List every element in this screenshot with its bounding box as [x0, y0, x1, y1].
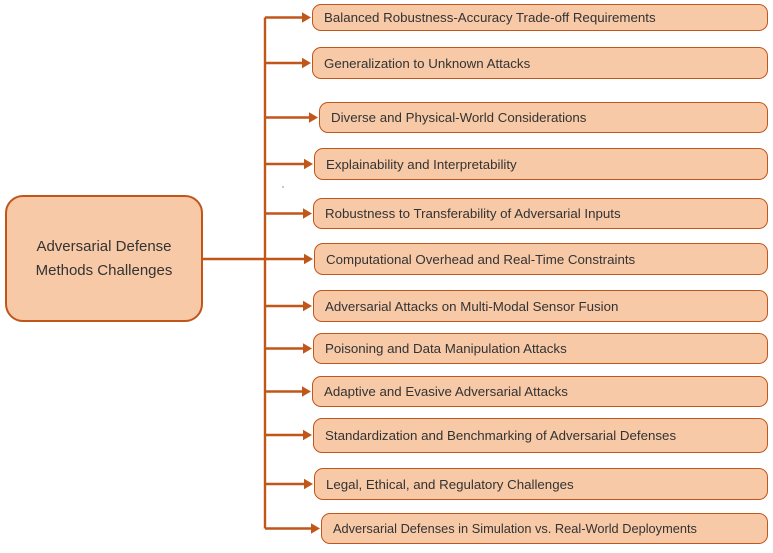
branch-node: Poisoning and Data Manipulation Attacks: [313, 333, 768, 364]
branch-node: Robustness to Transferability of Adversa…: [313, 198, 768, 229]
arrow-right-icon: [302, 12, 311, 23]
arrow-right-icon: [303, 300, 312, 312]
arrow-right-icon: [303, 343, 312, 354]
branch-node: Balanced Robustness-Accuracy Trade-off R…: [312, 4, 768, 31]
arrow-right-icon: [303, 208, 312, 219]
arrow-right-icon: [303, 429, 312, 441]
arrow-right-icon: [304, 253, 313, 265]
arrow-right-icon: [304, 158, 313, 170]
branch-node: Computational Overhead and Real-Time Con…: [314, 243, 768, 275]
arrow-right-icon: [309, 112, 318, 123]
branch-node: Adversarial Attacks on Multi-Modal Senso…: [313, 290, 768, 322]
stray-dot-artifact: [282, 186, 284, 188]
arrow-right-icon: [302, 57, 311, 69]
branch-node: Standardization and Benchmarking of Adve…: [313, 418, 768, 453]
branch-node: Adaptive and Evasive Adversarial Attacks: [312, 376, 768, 407]
branch-node: Explainability and Interpretability: [314, 148, 768, 180]
branch-node: Legal, Ethical, and Regulatory Challenge…: [314, 468, 768, 500]
branch-node: Generalization to Unknown Attacks: [312, 47, 768, 79]
arrow-right-icon: [302, 386, 311, 397]
branch-node: Diverse and Physical-World Consideration…: [319, 102, 768, 133]
arrow-right-icon: [304, 478, 313, 490]
arrow-right-icon: [311, 523, 320, 534]
branch-node: Adversarial Defenses in Simulation vs. R…: [321, 513, 768, 544]
root-node-label: Adversarial Defense Methods Challenges: [35, 238, 173, 279]
root-node: Adversarial Defense Methods Challenges: [5, 195, 203, 322]
